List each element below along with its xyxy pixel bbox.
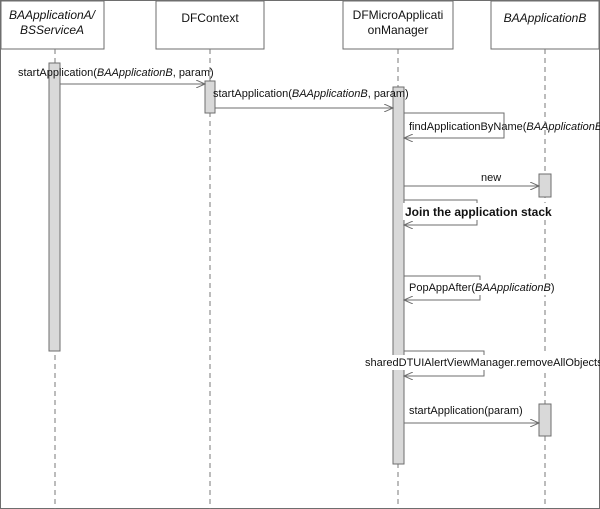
message-label-start-application-param: startApplication(param): [409, 405, 523, 417]
lifeline-header-ctx: DFContext: [155, 0, 265, 50]
message-label-background-remove: [364, 355, 596, 370]
lifeline-box-b: [490, 0, 600, 50]
lifeline-header-b: BAApplicationB: [490, 0, 600, 50]
message-label-background-pop: [405, 280, 549, 295]
message-label-remove-all-objects: sharedDTUIAlertViewManager.removeAllObje…: [365, 357, 600, 369]
lifeline-label-mgr-line2: onManager: [368, 23, 429, 37]
lifeline-label-mgr-line1: DFMicroApplicati: [353, 8, 444, 22]
lifeline-label-a-line1: BAApplicationA/: [9, 8, 97, 22]
message-label-start-application-2: startApplication(BAApplicationB, param): [213, 88, 409, 100]
message-label-find-application-by-name: findApplicationByName(BAApplicationB): [409, 121, 600, 133]
lifeline-label-a-line2: BSServiceA: [20, 23, 84, 37]
activation-ctx: [204, 80, 216, 114]
activation-mgr: [392, 86, 405, 465]
lifeline-box-ctx: [155, 0, 265, 50]
message-label-pop-app-after: PopAppAfter(BAApplicationB): [409, 282, 555, 294]
message-label-join-application-stack: Join the application stack: [405, 205, 552, 219]
message-label-new: new: [481, 172, 501, 184]
activation-b-new: [538, 173, 552, 198]
message-arrow-find-application-by-name: [404, 112, 505, 138]
lifeline-label-b: BAApplicationB: [504, 11, 587, 25]
activation-b-start: [538, 403, 552, 437]
lifeline-label-ctx: DFContext: [181, 11, 239, 25]
lifeline-header-mgr: DFMicroApplicati onManager: [342, 0, 454, 50]
message-label-background-join: [403, 203, 550, 220]
lifeline-box-mgr: [342, 0, 454, 50]
activation-a: [48, 62, 61, 352]
message-label-start-application-1: startApplication(BAApplicationB, param): [18, 67, 214, 79]
lifeline-header-a: BAApplicationA/ BSServiceA: [0, 0, 105, 50]
lifeline-box-a: [0, 0, 105, 50]
